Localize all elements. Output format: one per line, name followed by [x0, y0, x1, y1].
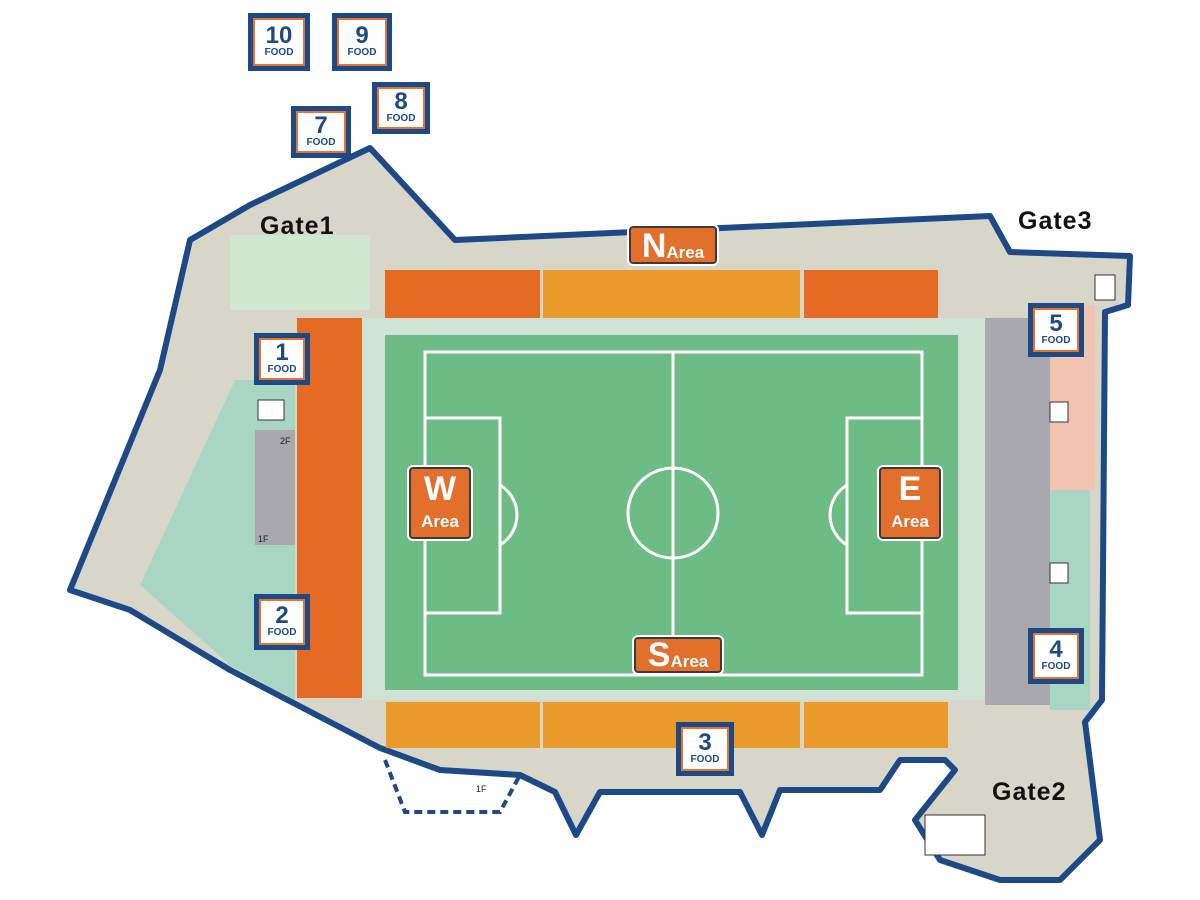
west-area-letter: W: [423, 470, 457, 508]
stairs-east-2: [1049, 562, 1069, 584]
gate1-label: Gate1: [260, 212, 335, 240]
food-label: FOOD: [690, 754, 720, 765]
north-stand-center: [543, 270, 800, 318]
food-number: 9: [355, 22, 369, 49]
south-area-marker[interactable]: S Area: [632, 635, 724, 675]
north-area-label: Area: [666, 243, 705, 262]
stairs-west: [257, 399, 285, 421]
food-label: FOOD: [386, 113, 416, 124]
south-stand-east: [804, 702, 948, 748]
gate3-label: Gate3: [1018, 207, 1093, 235]
stairs-gate3: [1094, 274, 1116, 301]
floor-1f-label: 1F: [258, 534, 269, 544]
food-number: 1: [275, 339, 289, 366]
food-number: 8: [394, 88, 408, 115]
food-label: FOOD: [267, 627, 297, 638]
food-label: FOOD: [1041, 335, 1071, 346]
west-upper-block: [255, 430, 295, 545]
south-area-label: Area: [670, 652, 709, 671]
gate2-label: Gate2: [992, 778, 1067, 806]
west-area-marker[interactable]: W Area: [407, 465, 473, 541]
stairs-east-1: [1049, 401, 1069, 423]
south-stand-west: [386, 702, 540, 748]
food-number: 5: [1049, 310, 1063, 337]
north-area-marker[interactable]: N Area: [627, 224, 719, 266]
east-area-marker[interactable]: E Area: [877, 465, 943, 541]
food-number: 7: [314, 112, 328, 139]
food-number: 10: [265, 22, 293, 49]
food-label: FOOD: [267, 364, 297, 375]
north-concourse: [230, 235, 370, 310]
food-label: FOOD: [347, 47, 377, 58]
south-1f-annex: [383, 759, 522, 814]
west-area-label: Area: [421, 512, 459, 531]
east-area-letter: E: [898, 470, 922, 508]
food-label: FOOD: [1041, 661, 1071, 672]
north-stand-east: [804, 270, 938, 318]
north-area-letter: N: [641, 227, 667, 265]
east-area-label: Area: [891, 512, 929, 531]
south-area-letter: S: [647, 636, 671, 674]
floor-1f-south-label: 1F: [476, 784, 487, 794]
north-stand-west: [385, 270, 540, 318]
food-number: 2: [275, 602, 289, 629]
food-number: 4: [1049, 636, 1063, 663]
floor-2f-label: 2F: [280, 436, 291, 446]
stairs-gate2: [924, 814, 986, 856]
food-label: FOOD: [264, 47, 294, 58]
south-stand-center: [543, 702, 800, 748]
food-number: 3: [698, 729, 712, 756]
food-label: FOOD: [306, 137, 336, 148]
